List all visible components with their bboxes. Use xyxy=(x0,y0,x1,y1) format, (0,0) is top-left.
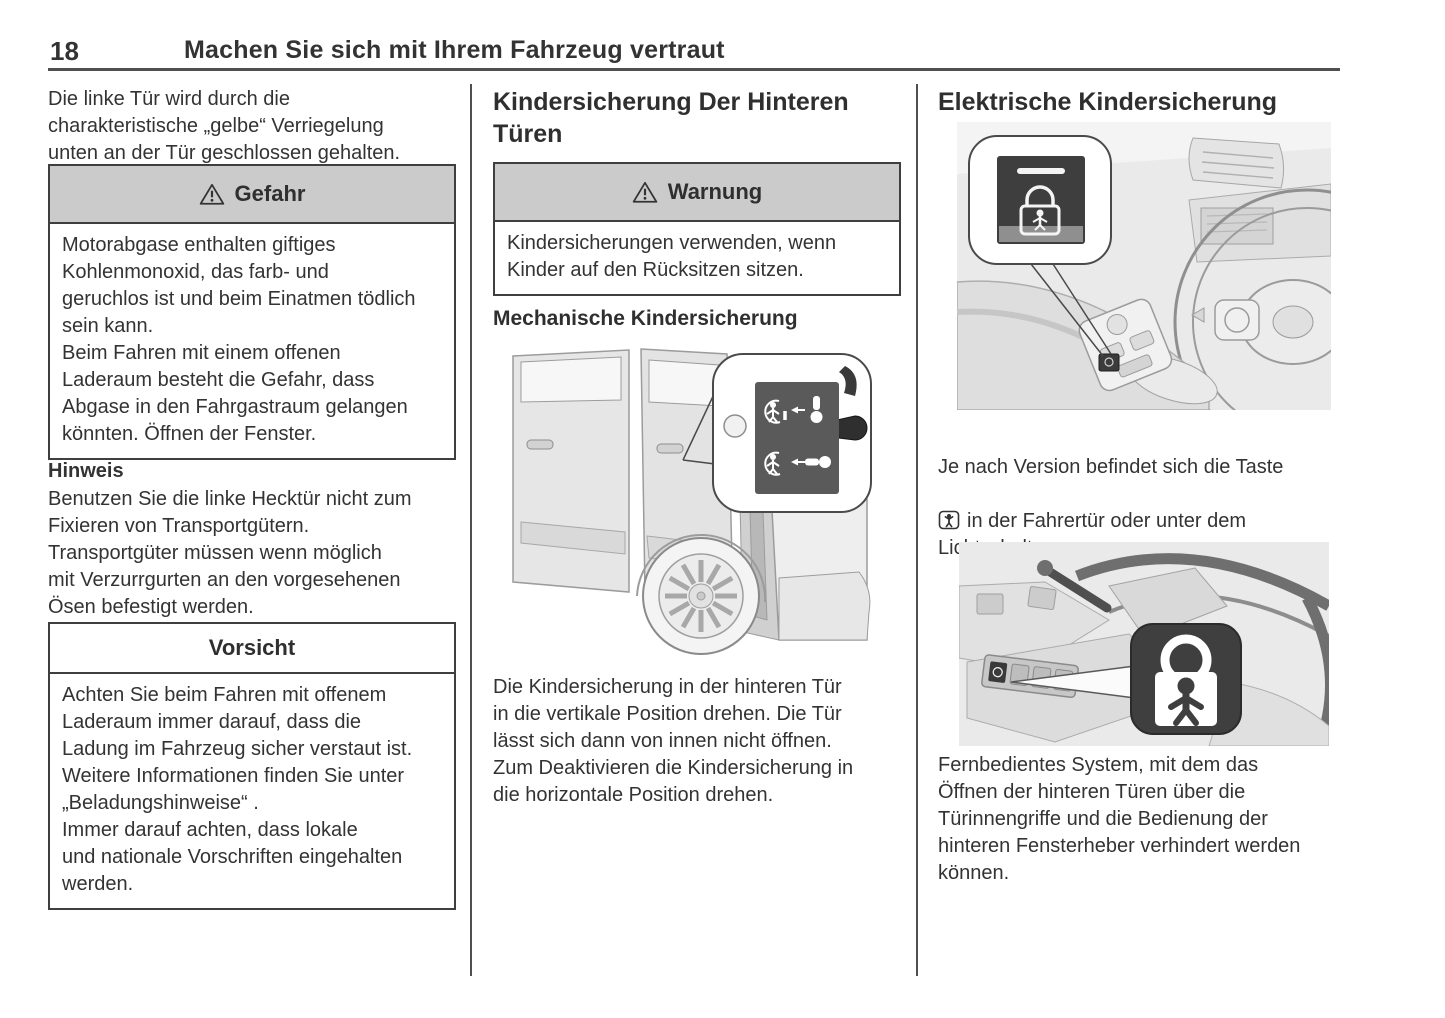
section-heading-electric-child-lock: Elektrische Kindersicherung xyxy=(938,88,1278,116)
child-lock-button xyxy=(1098,353,1120,372)
figure-van-mechanical-child-lock xyxy=(507,340,879,667)
caution-box-header: Vorsicht xyxy=(50,624,454,674)
figure-driver-door-button xyxy=(956,122,1441,456)
warning-box: Warnung Kindersicherungen verwenden, wen… xyxy=(493,162,901,296)
remote-system-paragraph: Fernbedientes System, mit dem das Öffnen… xyxy=(938,754,1301,884)
note-paragraph: Benutzen Sie die linke Hecktür nicht zum… xyxy=(48,488,412,618)
warning-triangle-icon xyxy=(199,183,224,205)
warning-box-title: Warnung xyxy=(667,179,763,204)
driver-door-illustration xyxy=(956,122,1441,456)
dashboard-illustration xyxy=(958,542,1336,748)
version-paragraph-line1: Je nach Version befindet sich die Taste xyxy=(938,456,1284,478)
child-lock-inset xyxy=(712,353,872,513)
van-side-illustration xyxy=(507,340,879,662)
child-lock-label xyxy=(755,382,839,494)
note-label: Hinweis xyxy=(48,460,124,482)
middle-column: Kindersicherung Der Hinteren Türen Warnu… xyxy=(493,86,903,996)
danger-box-body: Motorabgase enthalten giftiges Kohlenmon… xyxy=(62,234,416,445)
header-rule xyxy=(48,68,1340,71)
page-title: Machen Sie sich mit Ihrem Fahrzeug vertr… xyxy=(184,36,725,64)
caution-box-title: Vorsicht xyxy=(208,635,296,660)
button-inset xyxy=(968,135,1112,265)
mechanical-lock-paragraph: Die Kindersicherung in der hinteren Tür … xyxy=(493,676,854,806)
child-lock-pictogram-locked xyxy=(764,396,823,424)
danger-box-title: Gefahr xyxy=(234,181,306,206)
caution-box: Vorsicht Achten Sie beim Fahren mit offe… xyxy=(48,622,456,910)
child-lock-callout xyxy=(1130,623,1242,735)
warning-box-body: Kindersicherungen verwenden, wenn Kinder… xyxy=(507,232,837,281)
figure-dashboard-remote-lock xyxy=(958,542,1336,751)
warning-triangle-icon xyxy=(632,181,657,203)
child-lock-dash-button xyxy=(988,661,1008,683)
page-number: 18 xyxy=(50,36,79,66)
subheading-mechanical-child-lock: Mechanische Kindersicherung xyxy=(493,307,798,330)
right-column: Elektrische Kindersicherung xyxy=(938,86,1441,996)
version-paragraph: Je nach Version befindet sich die Taste … xyxy=(938,454,1283,562)
column-divider-right xyxy=(916,84,918,976)
warning-box-header: Warnung xyxy=(495,164,899,222)
left-intro-paragraph: Die linke Tür wird durch die charakteris… xyxy=(48,88,401,164)
child-lock-pictogram-unlocked xyxy=(764,451,831,476)
caution-box-body: Achten Sie beim Fahren mit offenem Lader… xyxy=(62,684,413,895)
danger-box: Gefahr Motorabgase enthalten giftiges Ko… xyxy=(48,164,456,460)
column-divider-left xyxy=(470,84,472,976)
child-lock-padlock-glyph xyxy=(1019,185,1061,236)
section-heading-rear-child-locks: Kindersicherung Der Hinteren Türen xyxy=(493,88,849,148)
wheel-spokes xyxy=(665,560,737,632)
danger-box-header: Gefahr xyxy=(50,166,454,224)
child-lock-button-icon xyxy=(938,510,960,530)
left-column: Die linke Tür wird durch die charakteris… xyxy=(48,86,458,996)
